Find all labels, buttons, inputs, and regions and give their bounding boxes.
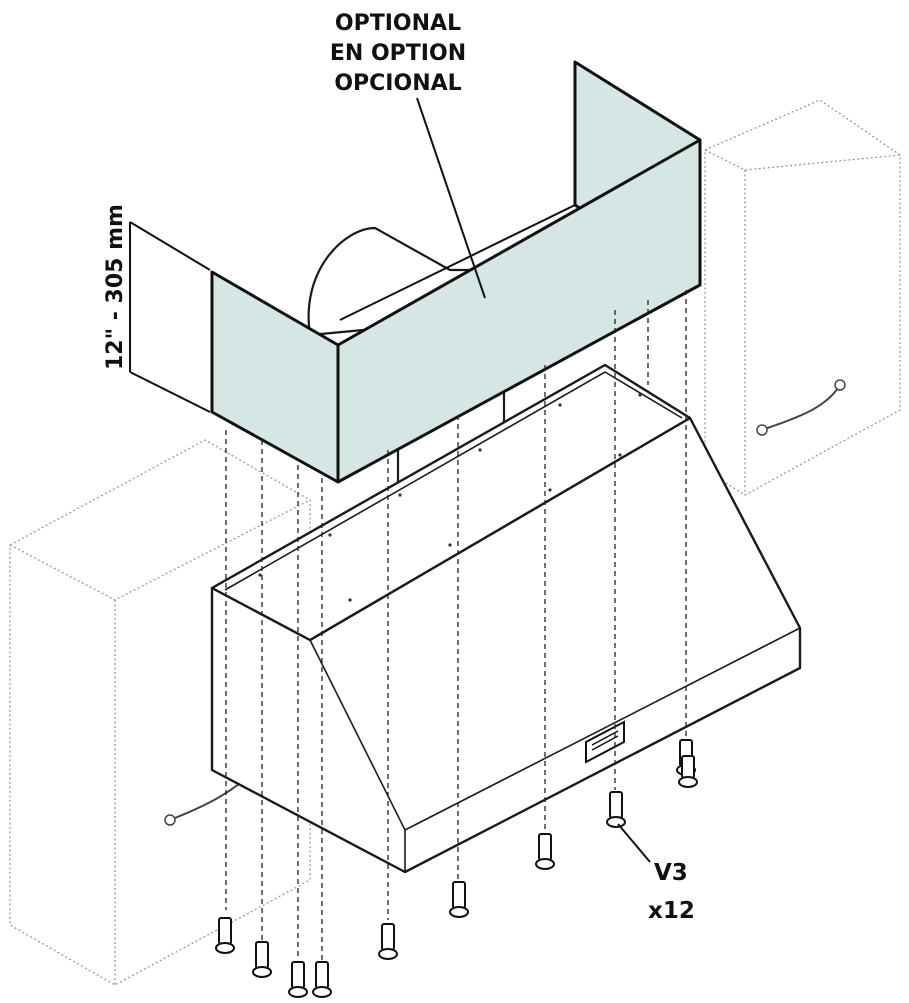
optional-label-en: OPTIONAL [335,11,461,36]
height-dimension: 12" - 305 mm [103,204,211,413]
optional-duct-cover [210,60,702,484]
range-hood [210,363,802,874]
screw [215,917,235,954]
screw-leader-line [617,823,651,863]
screw [535,833,555,870]
optional-label-es: OPCIONAL [334,71,461,96]
alignment-lines [225,290,687,960]
screws [215,739,698,998]
screw [449,881,469,918]
optional-leader-line [416,97,486,299]
screw [252,941,272,978]
screw [312,961,332,998]
screw [378,923,398,960]
dimension-label: 12" - 305 mm [103,204,128,370]
screw-quantity-label: x12 [648,898,695,924]
optional-label-fr: EN OPTION [330,41,466,66]
screw-code-label: V3 [654,860,688,886]
right-cabinet [704,99,901,496]
control-panel [585,720,625,764]
right-cabinet-handle [761,384,841,431]
screw [678,755,698,788]
screw [606,791,626,828]
screw [288,961,308,998]
